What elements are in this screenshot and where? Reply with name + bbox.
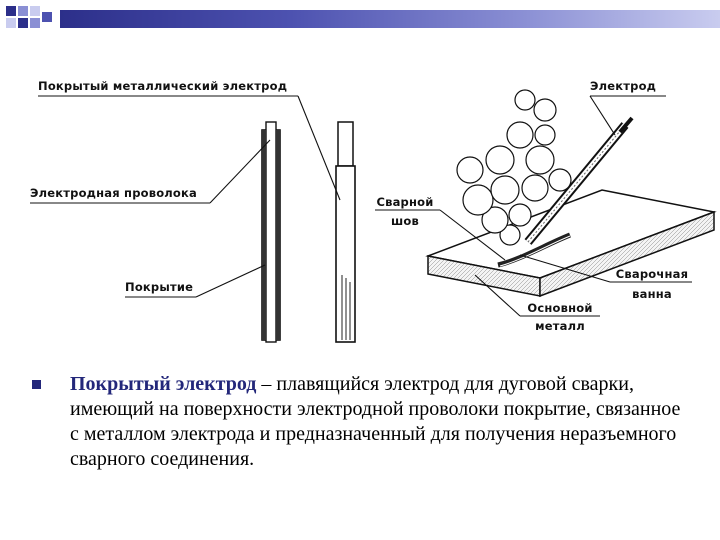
- left-leaders: [30, 95, 341, 298]
- label-base-metal-line2: металл: [535, 319, 585, 333]
- electrode-diagram: Покрытый металлический электрод Электрод…: [30, 79, 717, 343]
- sectioned-electrode: [261, 121, 281, 343]
- right-leaders: [375, 95, 692, 317]
- label-weld-seam-line1: Сварной: [376, 195, 433, 209]
- smoke-cloud: [456, 89, 572, 246]
- label-coated-electrode: Покрытый металлический электрод: [38, 79, 287, 93]
- header-decoration: [0, 0, 720, 40]
- definition-text: Покрытый электрод – плавящийся электрод …: [70, 372, 690, 472]
- label-electrode: Электрод: [590, 79, 656, 93]
- header-bar: [60, 10, 720, 28]
- side-electrode: [335, 121, 356, 343]
- label-weld-pool-line1: Сварочная: [616, 267, 688, 281]
- label-weld-pool-line2: ванна: [632, 287, 672, 301]
- label-coating: Покрытие: [125, 280, 193, 294]
- definition-term: Покрытый электрод: [70, 373, 257, 395]
- label-weld-seam-line2: шов: [391, 214, 419, 228]
- bullet-square-icon: [32, 380, 41, 389]
- welding-electrode: [524, 116, 634, 245]
- label-electrode-wire: Электродная проволока: [30, 186, 197, 200]
- definition-block: Покрытый электрод – плавящийся электрод …: [30, 372, 690, 472]
- label-base-metal-line1: Основной: [527, 301, 592, 315]
- definition-body: – плавящийся электрод для дуговой сварки…: [70, 373, 681, 470]
